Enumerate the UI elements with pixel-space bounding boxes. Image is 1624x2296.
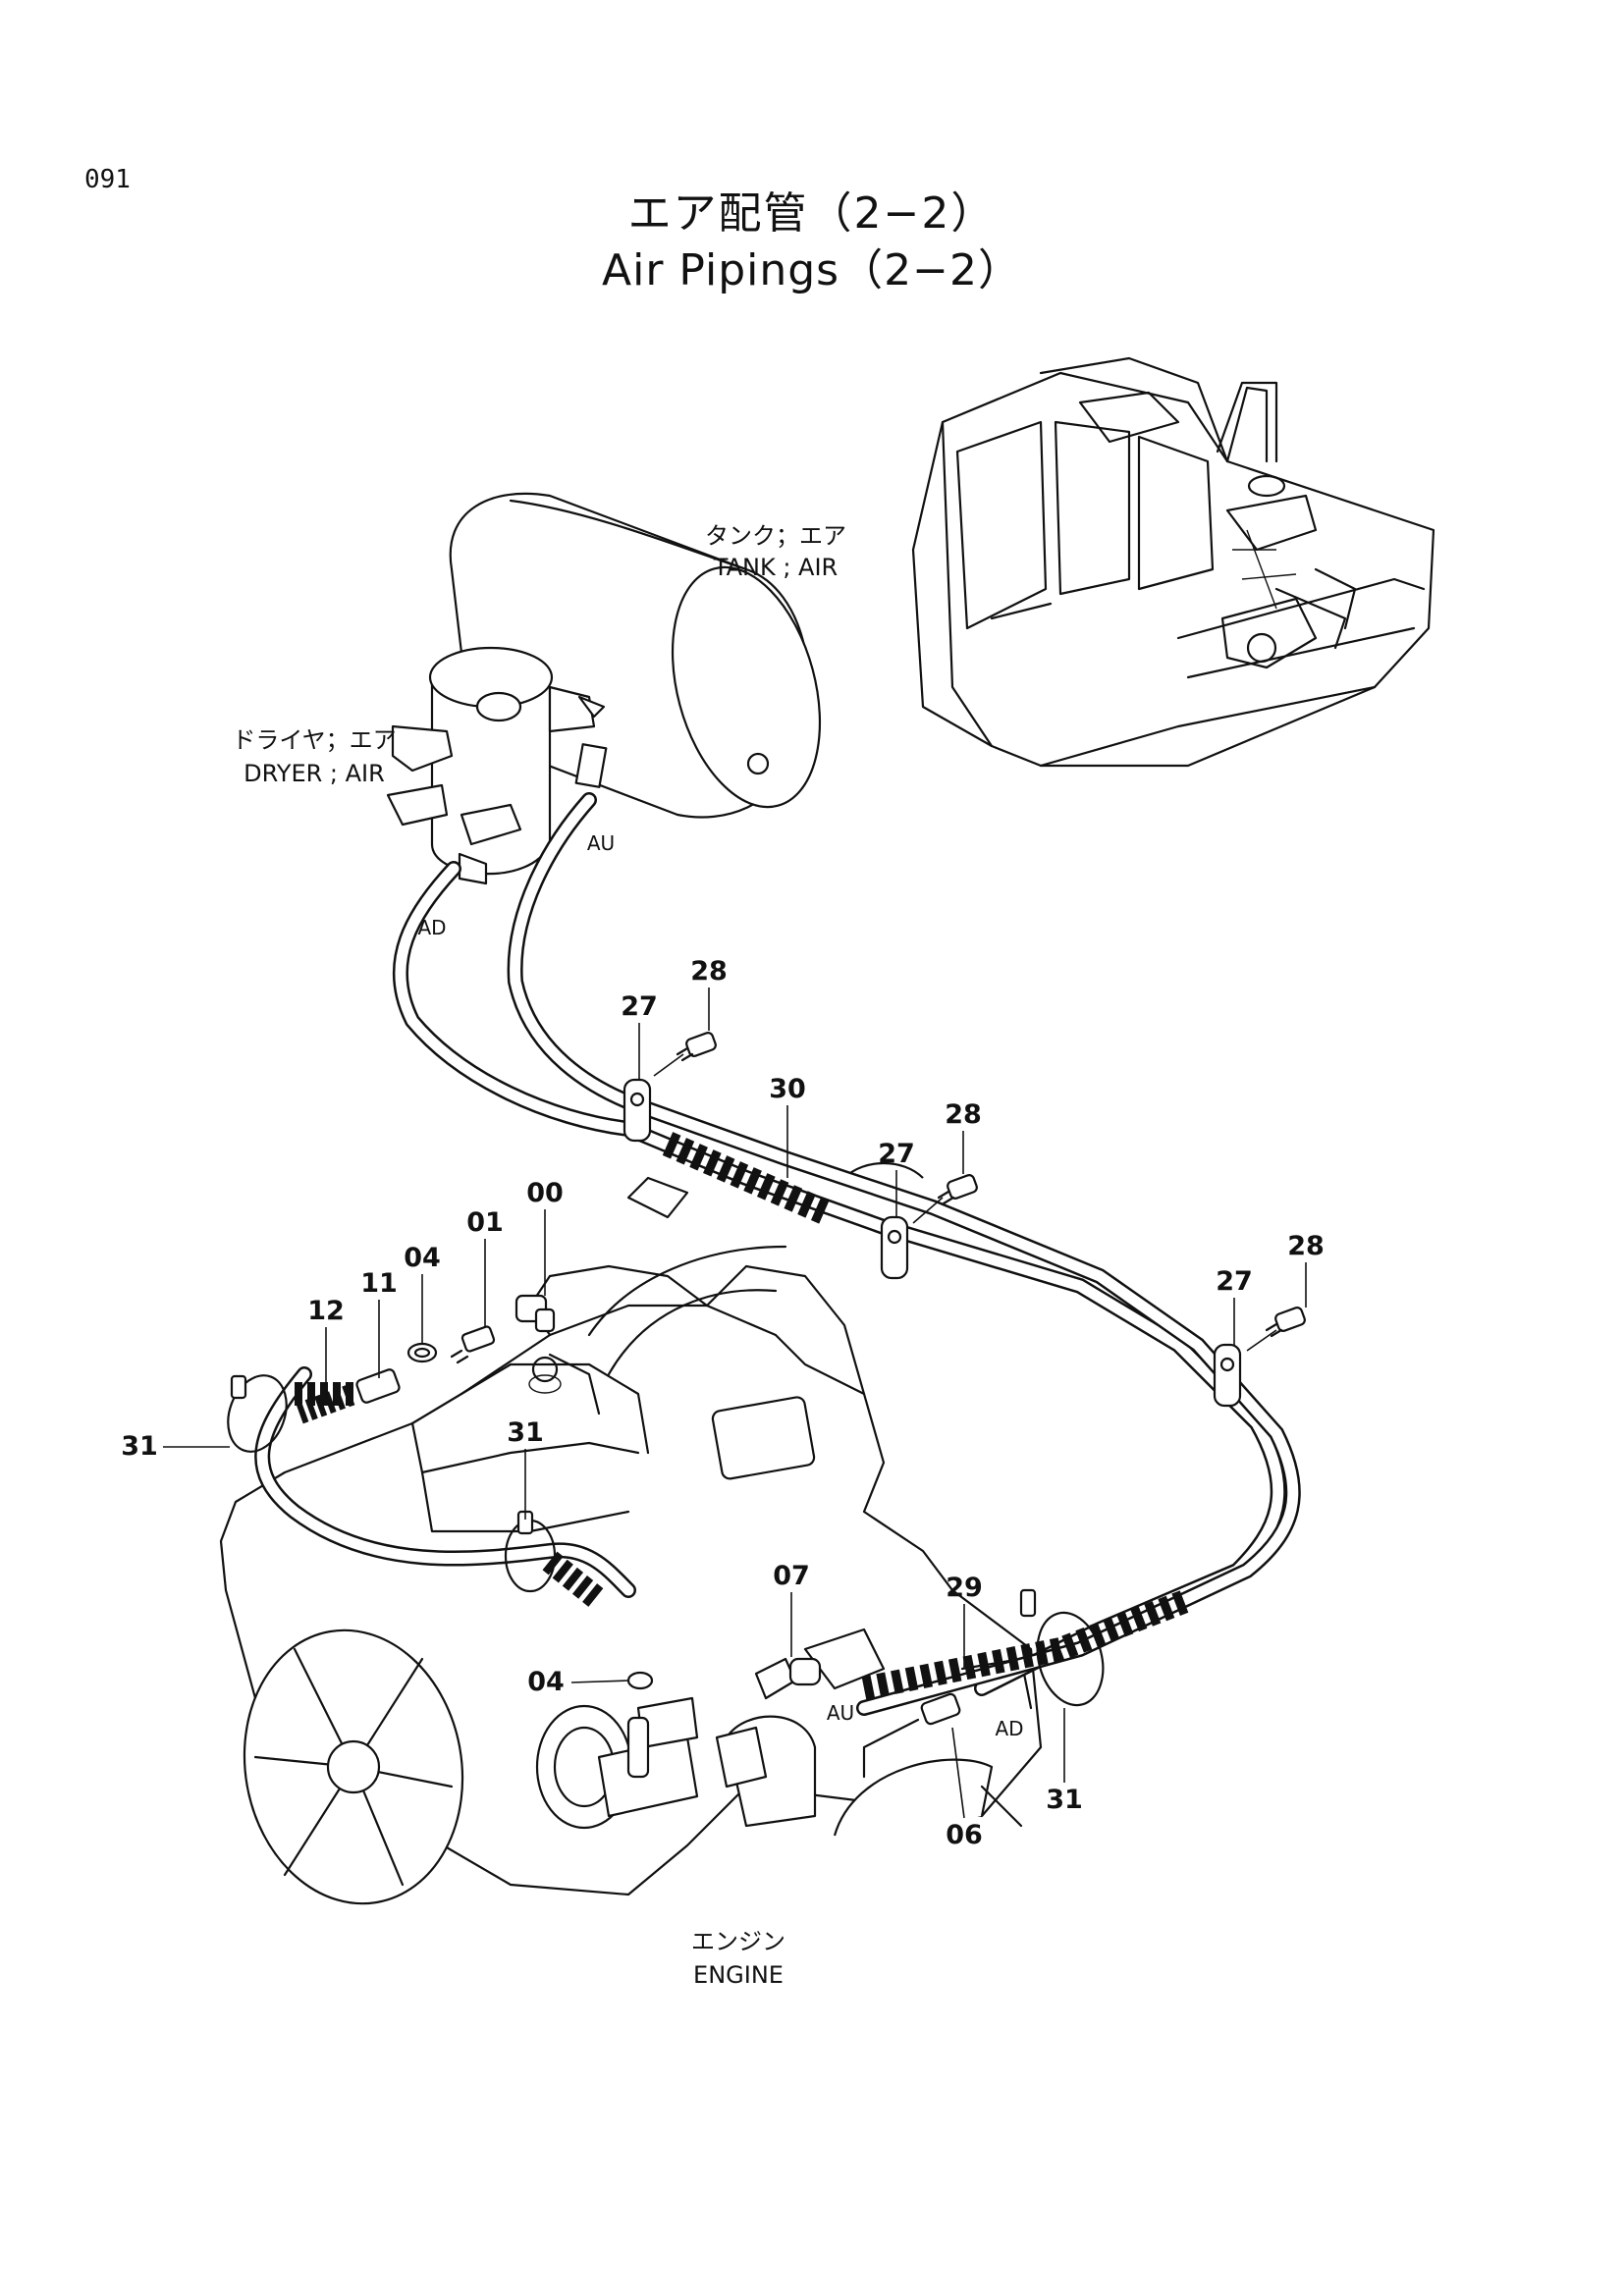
callout-number: 28 [1287, 1231, 1325, 1261]
callout-27-a: 27 [621, 991, 658, 1080]
fitting-11 [355, 1368, 401, 1404]
dryer-label-japanese: ドライヤ；エア [232, 726, 396, 754]
title-block: エア配管（2−2） Air Pipings（2−2） [0, 187, 1624, 300]
elbow-07 [754, 1657, 822, 1700]
fitting-06 [862, 1692, 961, 1779]
callout-number: 28 [690, 956, 728, 987]
connection-ad-top: AD [417, 916, 446, 939]
callout-31-right: 31 [1046, 1708, 1083, 1815]
page-number: 091 [84, 165, 131, 194]
page-title-japanese: エア配管（2−2） [627, 188, 997, 239]
callout-01: 01 [466, 1207, 504, 1327]
oring-04-upper [406, 1342, 438, 1363]
callout-12: 12 [307, 1296, 345, 1398]
callout-number: 01 [466, 1207, 504, 1238]
callout-number: 04 [404, 1243, 441, 1273]
callout-number: 31 [1046, 1785, 1083, 1815]
tank-label-english: TANK ; AIR [713, 554, 838, 581]
connection-ad-bottom: AD [995, 1717, 1023, 1740]
callout-04-lower: 04 [527, 1667, 629, 1697]
callout-27-b: 27 [878, 1139, 915, 1217]
elbow-00 [514, 1294, 556, 1333]
air-hose-au-upper [507, 792, 1301, 1716]
bolt-28-a [676, 1032, 717, 1062]
callout-number: 28 [945, 1099, 982, 1130]
callout-00: 00 [526, 1178, 564, 1296]
callout-number: 27 [1216, 1266, 1253, 1297]
air-hose-front [254, 1366, 636, 1598]
callout-number: 12 [307, 1296, 345, 1326]
callout-number: 06 [946, 1820, 983, 1850]
air-hose-ad-upper [392, 861, 1286, 1696]
callout-28-c: 28 [1246, 1231, 1325, 1352]
bolt-28-b [937, 1174, 978, 1205]
callout-29: 29 [946, 1573, 983, 1669]
callout-28-a: 28 [653, 956, 728, 1077]
callout-06: 06 [946, 1727, 983, 1850]
cable-tie-31-right [1019, 1588, 1105, 1707]
callout-number: 27 [621, 991, 658, 1022]
oring-04-lower [626, 1671, 654, 1690]
callout-30: 30 [769, 1074, 806, 1178]
callout-number: 29 [946, 1573, 983, 1603]
callout-number: 31 [121, 1431, 158, 1462]
callout-27-c: 27 [1216, 1266, 1253, 1345]
hose-protector-29 [861, 1588, 1193, 1700]
callout-number: 27 [878, 1139, 915, 1169]
callout-04-upper: 04 [404, 1243, 441, 1343]
callout-number: 11 [360, 1268, 398, 1299]
callout-number: 30 [769, 1074, 806, 1104]
dryer-label-english: DRYER ; AIR [244, 760, 385, 787]
clamp-27-b [880, 1215, 909, 1280]
connection-au-bottom: AU [827, 1701, 854, 1725]
callout-number: 00 [526, 1178, 564, 1208]
excavator-inset-illustration [911, 356, 1435, 768]
callout-number: 31 [507, 1417, 544, 1448]
callout-number: 04 [527, 1667, 565, 1697]
page-title-english: Air Pipings（2−2） [602, 245, 1022, 295]
bolt-28-c [1265, 1307, 1306, 1338]
callout-number: 07 [773, 1561, 810, 1591]
adapter-01 [450, 1325, 496, 1364]
engine-label-english: ENGINE [693, 1961, 784, 1989]
tank-label-japanese: タンク；エア [705, 522, 846, 550]
callout-28-b: 28 [912, 1099, 982, 1224]
callout-31-left: 31 [121, 1431, 230, 1462]
air-dryer-illustration [386, 646, 608, 885]
engine-fan-illustration [243, 1629, 464, 1905]
clamp-27-a [623, 1078, 652, 1143]
callout-11: 11 [360, 1268, 398, 1378]
clamp-27-c [1213, 1343, 1242, 1408]
engine-label-japanese: エンジン [691, 1928, 785, 1955]
cable-tie-31-left [227, 1374, 288, 1453]
callout-31-middle: 31 [507, 1417, 544, 1520]
callout-07: 07 [773, 1561, 810, 1657]
engine-illustration [219, 1161, 1043, 1905]
connection-au-top: AU [587, 831, 615, 855]
